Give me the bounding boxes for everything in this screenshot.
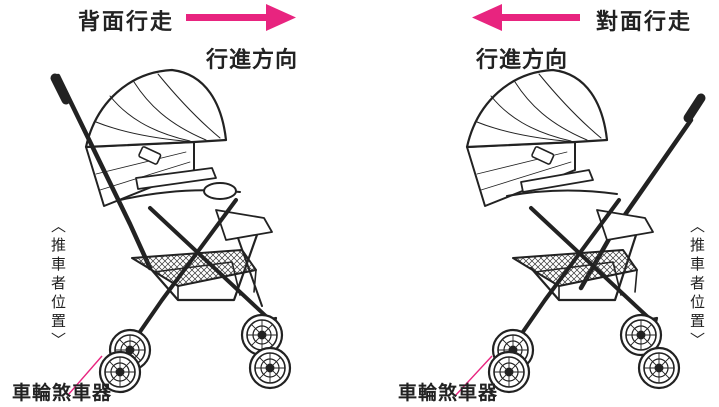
heading-rear-facing: 背面行走 [78, 10, 175, 35]
brake-label-right: 車輪煞車器 [398, 382, 499, 404]
brake-leader-line-left [67, 355, 103, 396]
pusher-position-left: 〈推車者位置〉 [49, 218, 67, 351]
direction-label-right: 行進方向 [476, 48, 569, 73]
brake-label-left: 車輪煞車器 [12, 382, 113, 404]
heading-front-facing: 對面行走 [596, 10, 693, 35]
brake-leader-line-right [454, 355, 493, 397]
direction-label-left: 行進方向 [206, 48, 299, 73]
stroller-rear-facing [55, 70, 290, 392]
direction-arrow-left-icon [472, 4, 580, 31]
direction-arrow-right-icon [186, 4, 296, 31]
pusher-position-right: 〈推車者位置〉 [688, 218, 706, 351]
